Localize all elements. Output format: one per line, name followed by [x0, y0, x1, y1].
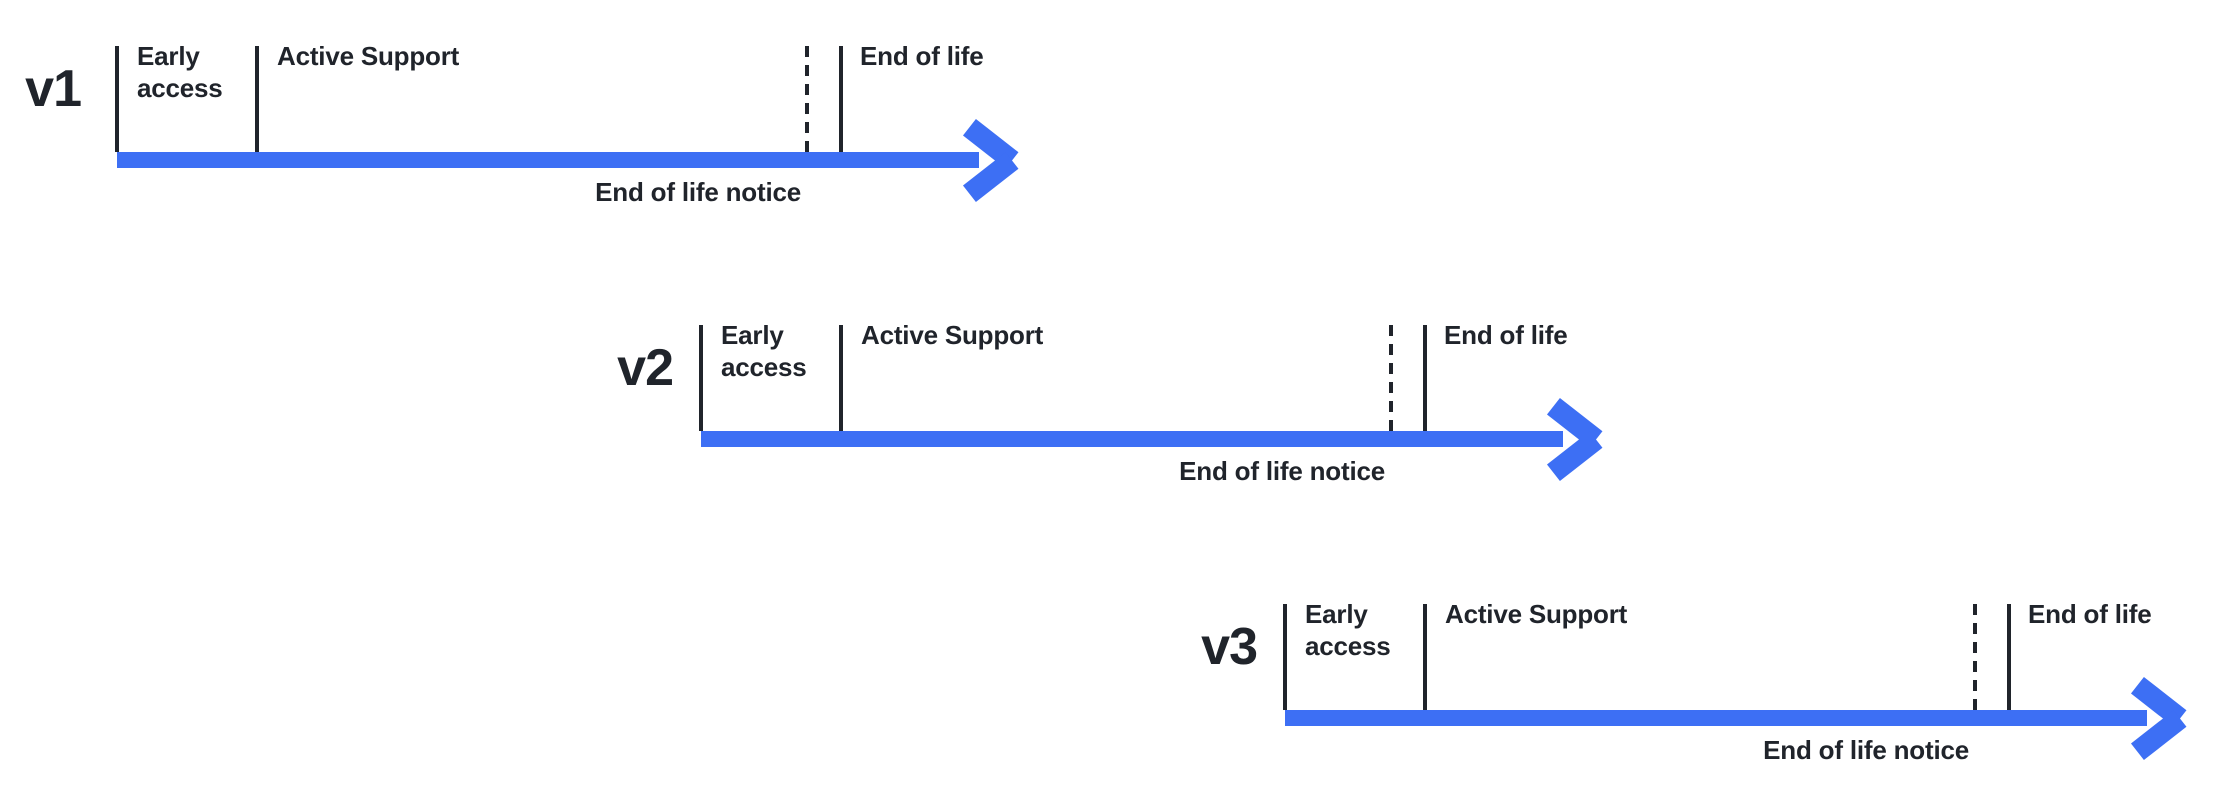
timeline-arrow-shaft: [117, 152, 979, 168]
eol-notice-dashed-line: [1973, 604, 1977, 710]
end-of-life-notice-label: End of life notice: [595, 177, 801, 207]
active-support-tick: [1423, 604, 1427, 710]
version-label: v3: [1201, 618, 1258, 676]
early-access-label: Early access: [721, 320, 807, 382]
timeline-arrow-shaft: [1285, 710, 2147, 726]
end-of-life-tick: [1423, 325, 1427, 431]
active-support-label: Active Support: [1445, 599, 1628, 629]
end-of-life-notice-label: End of life notice: [1179, 456, 1385, 486]
end-of-life-tick: [2007, 604, 2011, 710]
early-access-label: Early access: [137, 41, 223, 103]
version-label: v1: [25, 60, 82, 118]
early-access-label: Early access: [1305, 599, 1391, 661]
eol-notice-dashed-line: [1389, 325, 1393, 431]
active-support-tick: [255, 46, 259, 152]
eol-notice-dashed-line: [805, 46, 809, 152]
active-support-label: Active Support: [277, 41, 460, 71]
end-of-life-tick: [839, 46, 843, 152]
end-of-life-notice-label: End of life notice: [1763, 735, 1969, 765]
timeline-arrow-shaft: [701, 431, 1563, 447]
end-of-life-label: End of life: [860, 41, 984, 71]
early-access-tick: [699, 325, 703, 431]
version-label: v2: [617, 339, 674, 397]
active-support-label: Active Support: [861, 320, 1044, 350]
early-access-tick: [1283, 604, 1287, 710]
early-access-tick: [115, 46, 119, 152]
end-of-life-label: End of life: [1444, 320, 1568, 350]
active-support-tick: [839, 325, 843, 431]
end-of-life-label: End of life: [2028, 599, 2152, 629]
